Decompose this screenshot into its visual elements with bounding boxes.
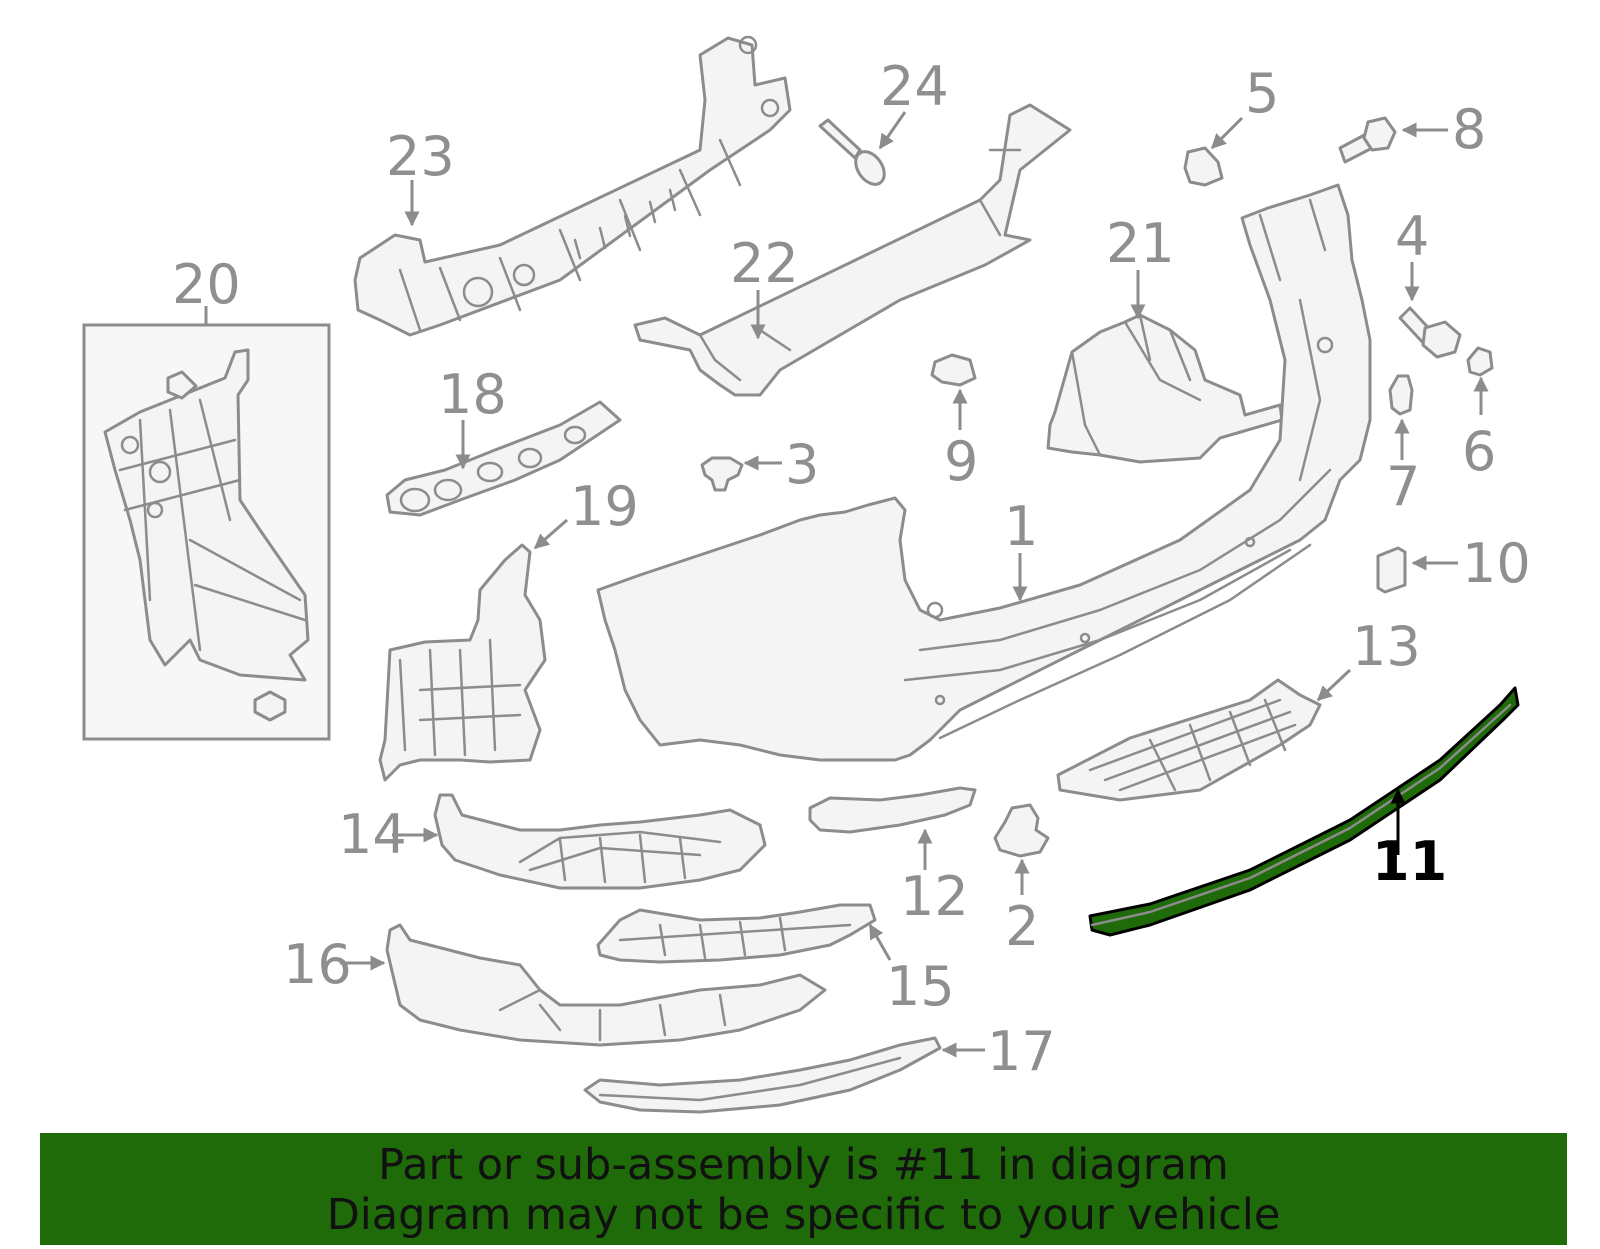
part-17-trim[interactable]: 17 xyxy=(583,1020,1056,1114)
part-19-shape xyxy=(378,543,547,782)
part-21-shape xyxy=(1046,313,1284,464)
part-10-shape xyxy=(1376,546,1407,594)
callout-12: 12 xyxy=(900,865,969,928)
part-15-grille[interactable]: 15 xyxy=(596,903,955,1018)
part-9-shape xyxy=(930,353,977,387)
part-8-head xyxy=(1362,116,1397,152)
part-10-cap[interactable]: 10 xyxy=(1376,532,1531,595)
callout-17: 17 xyxy=(987,1020,1056,1083)
part-11-strip[interactable]: 11 xyxy=(1088,686,1520,937)
callout-1: 1 xyxy=(1004,495,1038,558)
part-20-nut xyxy=(253,690,287,722)
part-7-shape xyxy=(1388,374,1414,416)
callout-10: 10 xyxy=(1462,532,1531,595)
part-1-shape xyxy=(596,183,1372,762)
callout-4: 4 xyxy=(1395,205,1429,268)
callout-20: 20 xyxy=(172,253,241,316)
callout-24: 24 xyxy=(880,55,949,118)
callout-15: 15 xyxy=(886,955,955,1018)
callout-11: 11 xyxy=(1372,830,1447,893)
part-5-shape xyxy=(1183,146,1224,187)
callout-3: 3 xyxy=(785,433,819,496)
callout-19: 19 xyxy=(570,475,639,538)
part-3-shape xyxy=(700,456,744,492)
part-6-shape xyxy=(1466,346,1494,377)
part-23-shape xyxy=(353,36,792,337)
part-6-clip[interactable]: 6 xyxy=(1462,346,1496,483)
banner-line-2: Diagram may not be specific to your vehi… xyxy=(326,1190,1281,1240)
part-12-trim[interactable]: 12 xyxy=(808,786,977,928)
part-21-bracket[interactable]: 21 xyxy=(1046,212,1284,464)
callout-21: 21 xyxy=(1106,212,1175,275)
part-9-clip[interactable]: 9 xyxy=(930,353,978,493)
callout-14: 14 xyxy=(338,803,407,866)
banner-line-1: Part or sub-assembly is #11 in diagram xyxy=(378,1140,1229,1190)
part-22-support[interactable]: 22 xyxy=(633,103,1072,397)
part-17-shape xyxy=(583,1036,942,1114)
part-16-shape xyxy=(385,923,827,1047)
callout-8: 8 xyxy=(1452,98,1486,161)
callout-22: 22 xyxy=(730,232,799,295)
part-16-garnish[interactable]: 16 xyxy=(283,923,827,1047)
part-24-bolt[interactable]: 24 xyxy=(818,55,949,190)
part-22-shape xyxy=(633,103,1072,397)
callout-23: 23 xyxy=(386,125,455,188)
part-23-reinforcement[interactable]: 23 xyxy=(353,35,792,337)
callout-16: 16 xyxy=(283,933,352,996)
callout-6: 6 xyxy=(1462,420,1496,483)
info-banner: Part or sub-assembly is #11 in diagram D… xyxy=(40,1133,1567,1245)
part-4-head xyxy=(1421,320,1462,359)
callout-2: 2 xyxy=(1005,895,1039,958)
part-18-shape xyxy=(385,400,622,517)
part-20-clip xyxy=(166,370,198,400)
part-7-clip[interactable]: 7 xyxy=(1386,374,1420,518)
callout-9: 9 xyxy=(944,430,978,493)
part-19-bracket[interactable]: 19 xyxy=(378,475,639,782)
callout-18: 18 xyxy=(438,363,507,426)
part-14-grille[interactable]: 14 xyxy=(338,793,767,890)
part-4-bolt[interactable]: 4 xyxy=(1395,205,1462,359)
part-18-bracket[interactable]: 18 xyxy=(385,363,622,517)
part-1-bumper-cover[interactable]: 1 xyxy=(596,183,1372,762)
part-3-clip[interactable]: 3 xyxy=(700,433,819,496)
part-11-shape xyxy=(1088,686,1520,937)
part-24-shank xyxy=(818,118,862,160)
part-20-shape xyxy=(103,348,310,682)
part-13-panel[interactable]: 13 xyxy=(1056,615,1421,802)
callout-13: 13 xyxy=(1352,615,1421,678)
part-2-clip[interactable]: 2 xyxy=(993,803,1050,958)
callout-5: 5 xyxy=(1245,62,1279,125)
part-20-bracket-group[interactable]: 20 xyxy=(82,253,331,741)
callout-7: 7 xyxy=(1386,455,1420,518)
part-24-eye xyxy=(854,150,886,186)
part-5-clip[interactable]: 5 xyxy=(1183,62,1279,187)
part-12-shape xyxy=(808,786,977,834)
part-2-shape xyxy=(993,803,1050,858)
part-8-bolt[interactable]: 8 xyxy=(1338,98,1486,164)
